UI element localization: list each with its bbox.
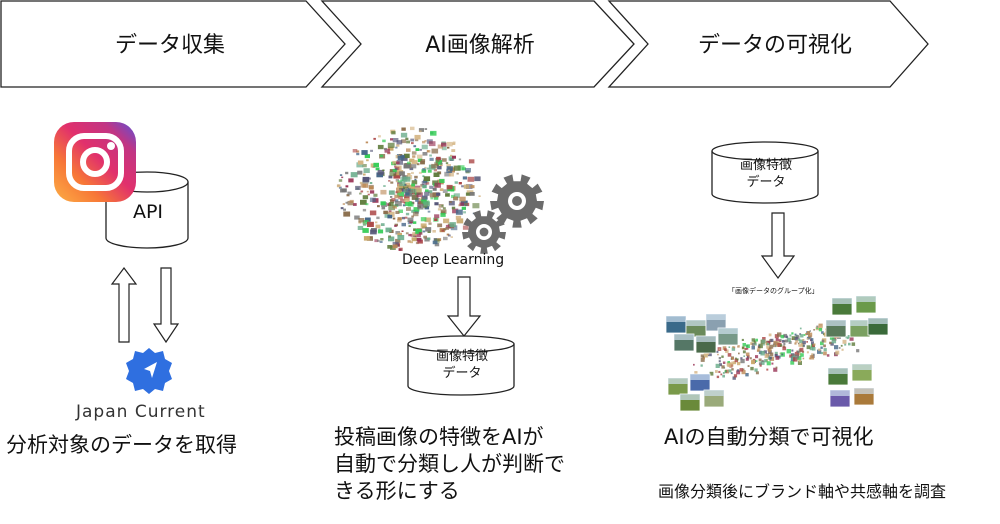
step-1-label: データ収集 xyxy=(114,33,225,58)
feature-database-cylinder-2 xyxy=(711,141,819,204)
col3-sub-caption: 画像分類後にブランド軸や共感軸を調査 xyxy=(658,482,947,501)
col2-db-label: 画像特徴 データ xyxy=(412,348,512,382)
col3-db-label-line2: データ xyxy=(746,175,786,190)
gear-small-icon xyxy=(462,210,506,254)
bidirectional-arrows xyxy=(110,267,180,344)
col3-caption: AIの自動分類で可視化 xyxy=(664,425,874,449)
arrow-down-icon xyxy=(446,276,482,337)
col2-caption: 投稿画像の特徴をAIが 自動で分類し人が判断で きる形にする xyxy=(334,424,565,505)
arrow-down-icon xyxy=(760,212,796,280)
arrow-down-icon xyxy=(152,267,180,344)
brand-name: Japan Current xyxy=(76,402,206,422)
col3-db-label: 画像特徴 データ xyxy=(716,157,816,191)
japan-current-logo-icon xyxy=(126,348,172,394)
col2-db-label-line1: 画像特徴 xyxy=(435,349,488,364)
deep-learning-label: Deep Learning xyxy=(402,252,505,268)
step-3-chevron xyxy=(607,0,929,88)
instagram-icon xyxy=(54,122,136,202)
col2-caption-line3: きる形にする xyxy=(334,479,460,503)
col3-db-label-line1: 画像特徴 xyxy=(739,158,792,173)
step-1-chevron xyxy=(0,0,346,88)
step-2-chevron xyxy=(320,0,635,88)
image-cloud-illustration xyxy=(336,126,481,251)
viz-title: 「画像データのグループ化」 xyxy=(728,287,819,295)
feature-database-cylinder xyxy=(407,335,515,396)
step-2-label: AI画像解析 xyxy=(425,33,535,58)
api-label: API xyxy=(132,201,164,223)
image-grouping-visualization xyxy=(665,295,889,412)
col2-caption-line2: 自動で分類し人が判断で xyxy=(334,452,565,476)
process-flow-header xyxy=(0,0,929,88)
col2-db-label-line2: データ xyxy=(442,366,482,381)
step-3-label: データの可視化 xyxy=(697,33,852,58)
col1-caption: 分析対象のデータを取得 xyxy=(6,433,237,457)
col2-caption-line1: 投稿画像の特徴をAIが xyxy=(334,425,544,449)
gear-large-icon xyxy=(490,174,544,228)
arrow-up-icon xyxy=(110,267,138,343)
